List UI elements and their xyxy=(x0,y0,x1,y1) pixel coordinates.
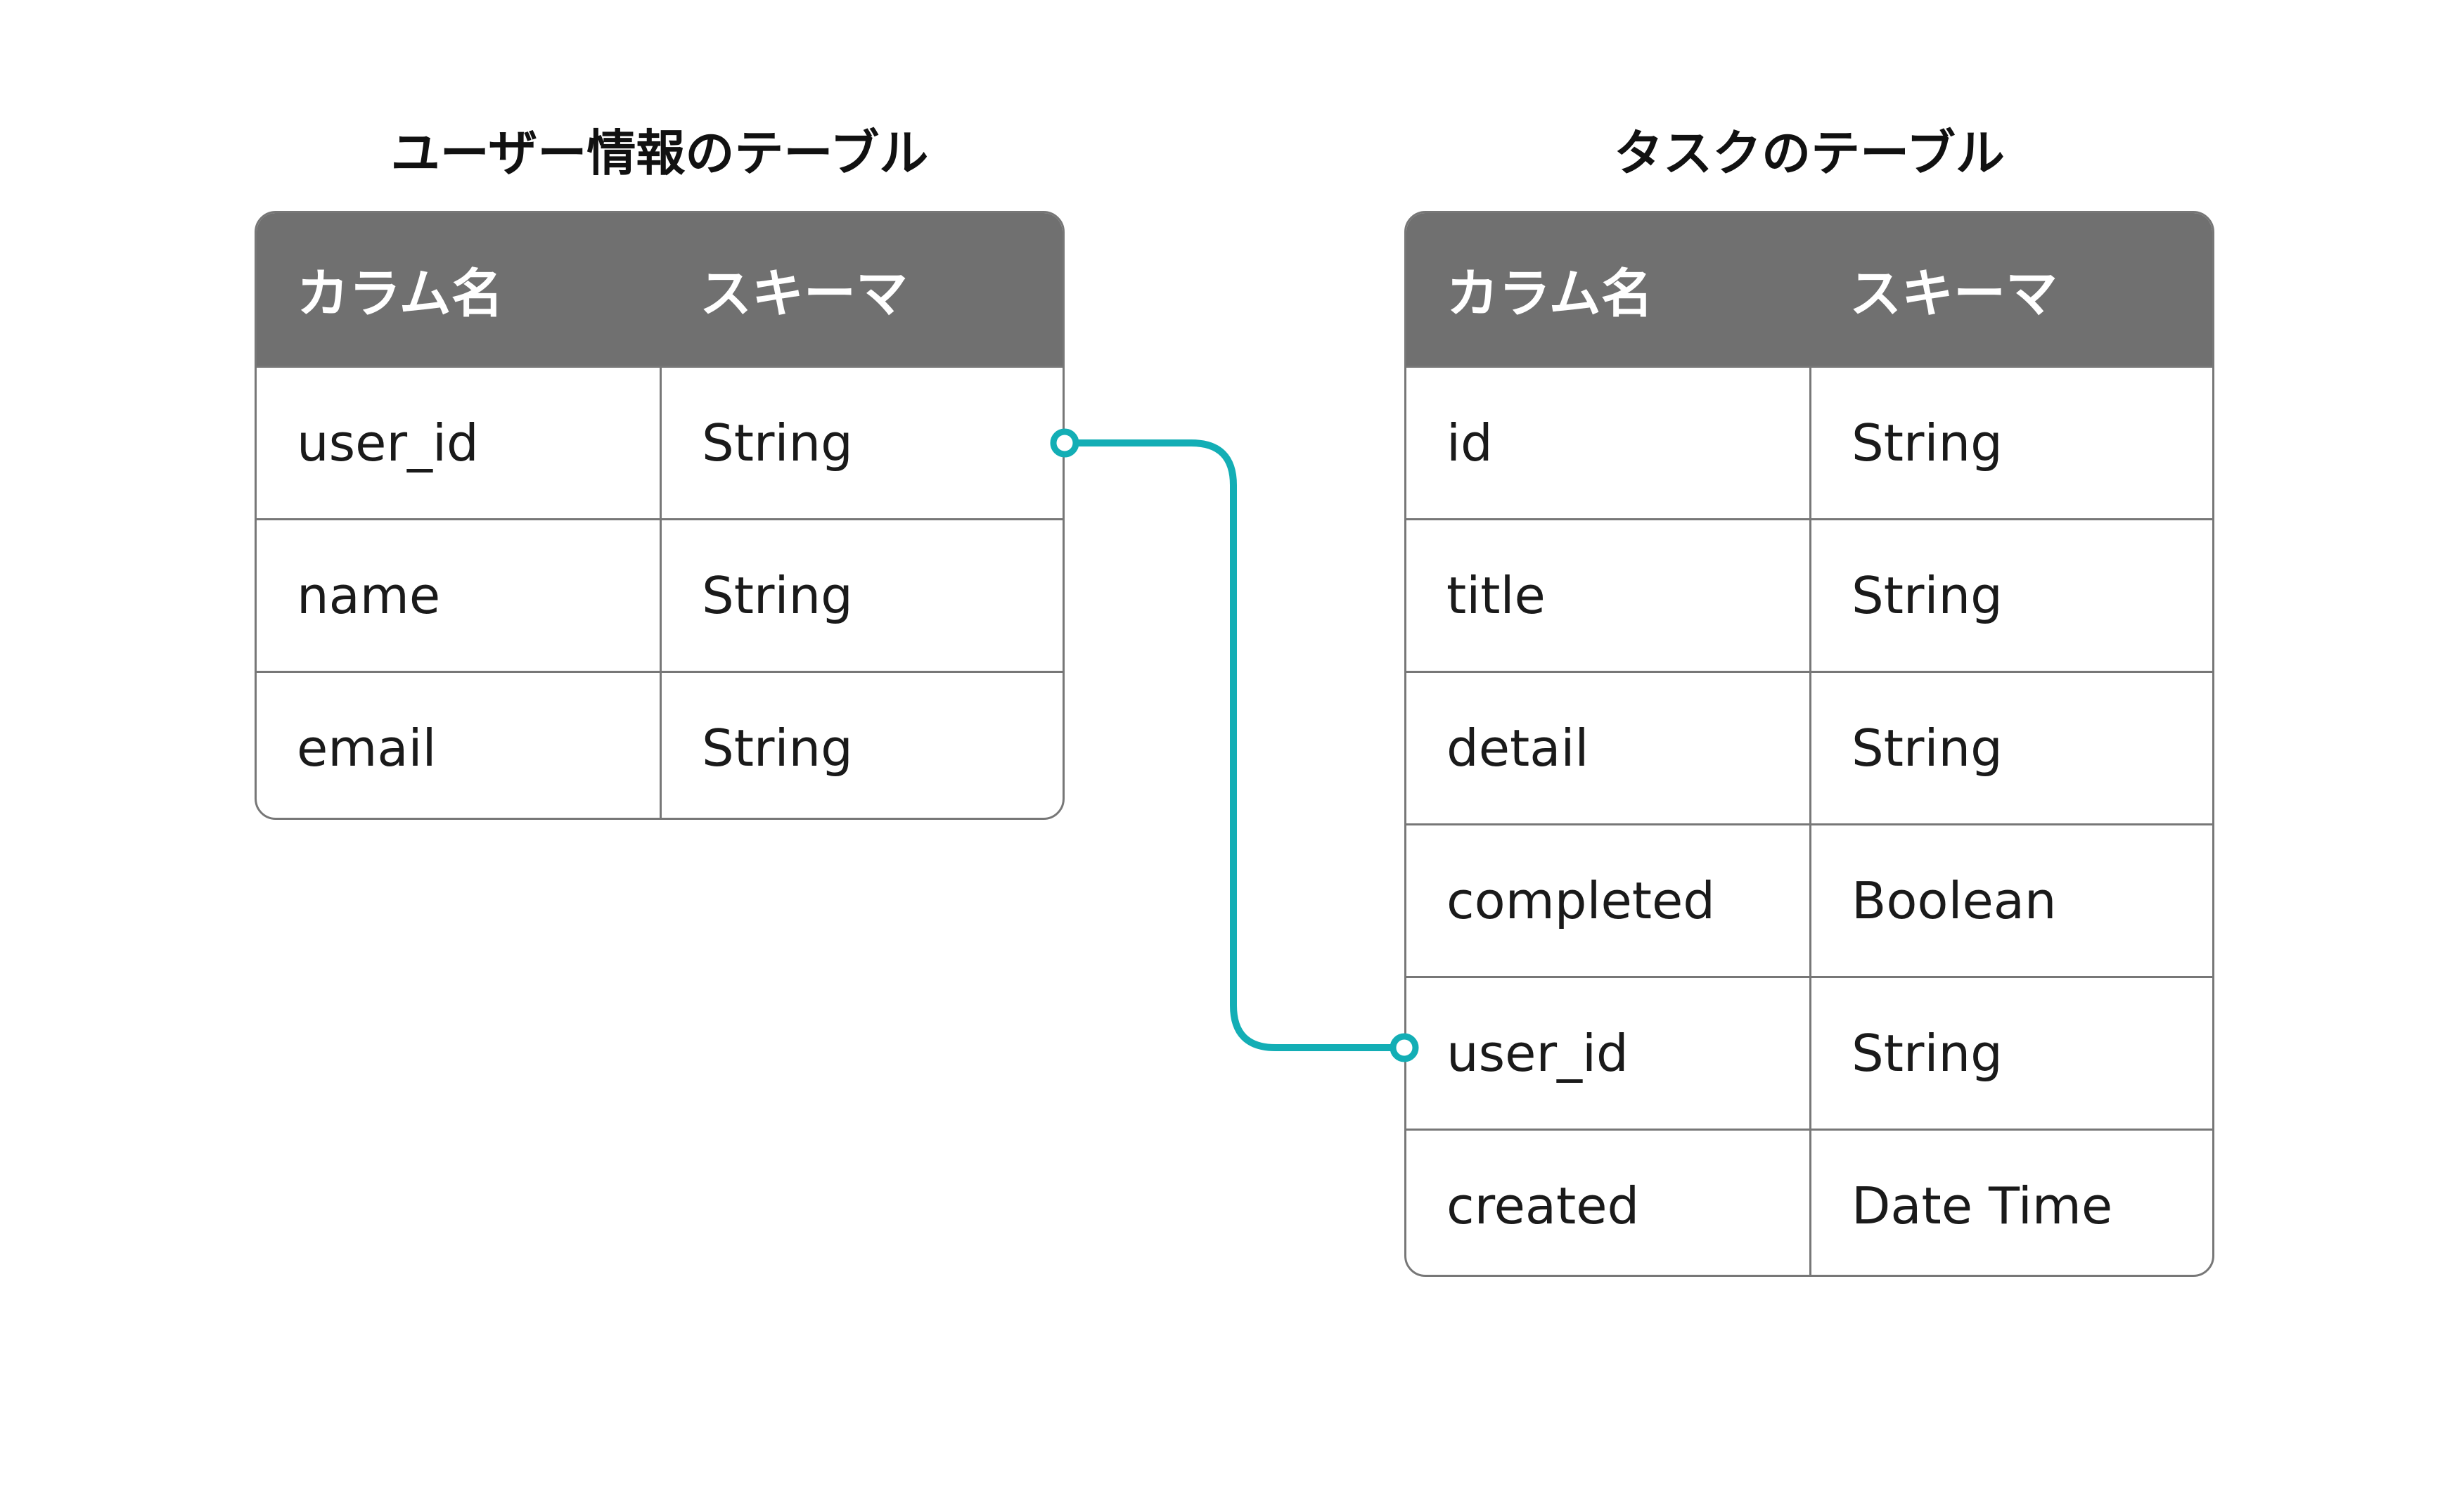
schema-header: スキーマ xyxy=(700,264,908,324)
column-name-cell: completed xyxy=(1446,871,1716,930)
schema-cell: Boolean xyxy=(1809,825,2212,976)
column-name-cell: id xyxy=(1446,413,1493,472)
users-table: カラム名 スキーマ user_id String name String ema… xyxy=(255,211,1065,820)
column-name-header: カラム名 xyxy=(1446,264,1653,324)
column-name-header: カラム名 xyxy=(297,264,503,324)
schema-cell: String xyxy=(1809,978,2212,1129)
table-row: name String xyxy=(257,518,1063,671)
column-name-cell: title xyxy=(1446,566,1546,625)
schema-cell: String xyxy=(659,673,1063,818)
schema-cell: String xyxy=(1809,368,2212,518)
relation-line xyxy=(1065,439,1404,1051)
table-row: user_id String xyxy=(1406,976,2212,1129)
schema-header: スキーマ xyxy=(1849,264,2058,324)
table-row: user_id String xyxy=(257,366,1063,518)
table-row: detail String xyxy=(1406,671,2212,823)
column-name-cell: user_id xyxy=(1446,1024,1629,1083)
table-row: title String xyxy=(1406,518,2212,671)
schema-cell: String xyxy=(659,368,1063,518)
schema-cell: Date Time xyxy=(1809,1131,2212,1275)
schema-cell: String xyxy=(1809,673,2212,823)
column-name-cell: name xyxy=(297,566,441,625)
table-row: completed Boolean xyxy=(1406,823,2212,976)
column-name-cell: email xyxy=(297,719,437,778)
column-name-cell: user_id xyxy=(297,413,479,472)
users-table-header: カラム名 スキーマ xyxy=(257,213,1063,366)
tasks-table-title: タスクのテーブル xyxy=(1614,124,2005,182)
column-name-cell: detail xyxy=(1446,719,1589,778)
tasks-table: カラム名 スキーマ id String title String detail … xyxy=(1404,211,2214,1277)
schema-cell: String xyxy=(659,520,1063,671)
table-row: created Date Time xyxy=(1406,1129,2212,1275)
column-name-cell: created xyxy=(1446,1176,1640,1235)
table-row: id String xyxy=(1406,366,2212,518)
table-row: email String xyxy=(257,671,1063,818)
users-table-title: ユーザー情報のテーブル xyxy=(390,124,929,182)
schema-cell: String xyxy=(1809,520,2212,671)
tasks-table-header: カラム名 スキーマ xyxy=(1406,213,2212,366)
